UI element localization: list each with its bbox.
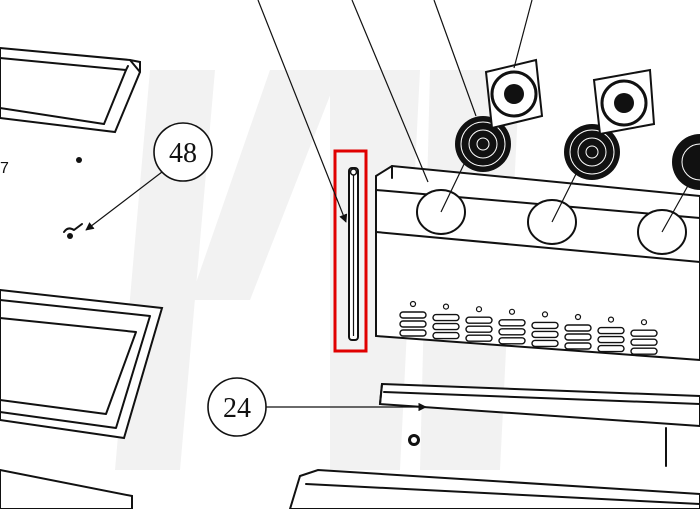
fan-unit-2 (592, 68, 656, 136)
bottom-left-plate (0, 468, 133, 509)
fan-guard-1 (455, 116, 511, 172)
vent-slot (531, 321, 559, 330)
vent-slot (465, 316, 493, 324)
vent-slot (399, 311, 427, 319)
bottom-left-frame (0, 288, 164, 440)
vent-slot (564, 324, 592, 332)
vent-slot (432, 322, 460, 331)
callout-48-label: 48 (169, 138, 197, 169)
vent-screw (442, 303, 450, 310)
callout-24-label: 24 (223, 393, 251, 424)
vent-screw (475, 306, 483, 313)
vent-screw (541, 311, 549, 318)
fan-guard-3 (672, 134, 700, 190)
callout-48: 48 (85, 122, 213, 231)
fan-unit-1 (484, 58, 544, 130)
housing-vents (399, 300, 658, 355)
vent-slot (498, 319, 526, 327)
vent-slot (432, 313, 460, 322)
callout-24: 24 (207, 377, 427, 437)
vent-screw (607, 316, 615, 323)
vent-slot (597, 344, 625, 353)
vent-screw (640, 319, 648, 326)
top-left-tray (0, 46, 141, 134)
svg-text:7: 7 (0, 160, 9, 177)
small-screws: 7 (0, 157, 83, 239)
vent-slot (432, 331, 460, 340)
vent-slot (531, 330, 559, 339)
vent-screw (409, 300, 417, 308)
vent-screw (574, 313, 582, 321)
vent-slot (630, 338, 658, 346)
vent-slot (630, 347, 658, 355)
vertical-rod (348, 167, 359, 341)
vent-slot (465, 325, 493, 333)
highlight-box (333, 149, 368, 353)
vent-slot (564, 342, 592, 350)
vent-slot (399, 320, 427, 328)
vent-slot (630, 329, 658, 337)
vent-slot (498, 337, 526, 345)
vent-slot (564, 333, 592, 341)
vent-slot (597, 326, 625, 335)
vent-slot (465, 334, 493, 342)
vent-screw (508, 308, 516, 315)
bottom-rail (378, 382, 700, 467)
bottom-tray (288, 468, 700, 509)
vent-slot (597, 335, 625, 344)
vent-slot (498, 328, 526, 336)
vent-slot (399, 329, 427, 337)
leader-lines (257, 0, 691, 233)
fan-guard-2 (564, 124, 620, 180)
vent-slot (531, 339, 559, 348)
